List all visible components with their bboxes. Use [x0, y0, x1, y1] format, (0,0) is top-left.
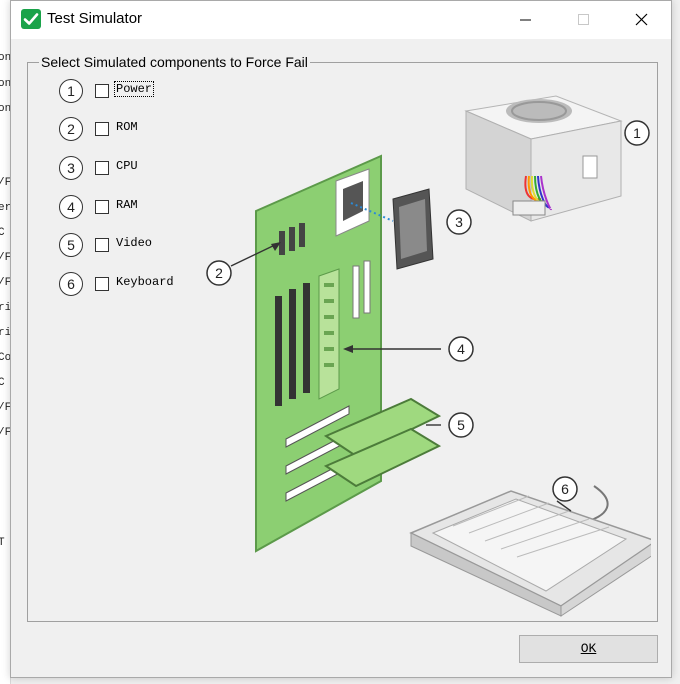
ok-button[interactable]: OK — [519, 635, 658, 663]
ok-button-label: OK — [580, 641, 597, 656]
background-text: /F — [0, 277, 11, 289]
component-row-ram: 4 RAM — [59, 195, 199, 221]
motherboard-image — [255, 154, 382, 553]
window-title: Test Simulator — [47, 10, 143, 27]
background-text: C — [0, 377, 5, 389]
power-checkbox[interactable] — [95, 84, 109, 98]
component-row-video: 5 Video — [59, 233, 199, 259]
cpu-chip-image — [350, 188, 434, 270]
minimize-button[interactable] — [501, 1, 551, 39]
callout-badge-6: 6 — [552, 476, 578, 502]
callout-arrows — [230, 242, 572, 512]
component-row-keyboard: 6 Keyboard — [59, 272, 199, 298]
callout-label: 3 — [455, 214, 463, 230]
callout-label: 5 — [457, 417, 465, 433]
checkmark-app-icon — [21, 9, 41, 29]
ram-checkbox[interactable] — [95, 200, 109, 214]
number-badge: 4 — [59, 195, 83, 219]
title-bar[interactable]: Test Simulator — [11, 1, 671, 39]
component-row-power: 1 Power — [59, 79, 199, 105]
pc-components-illustration: 1 2 3 4 5 6 — [206, 95, 651, 617]
number-badge: 5 — [59, 233, 83, 257]
callout-badge-2: 2 — [206, 260, 232, 286]
keyboard-image — [409, 485, 651, 617]
background-text: /F — [0, 177, 11, 189]
number-badge: 2 — [59, 117, 83, 141]
close-icon — [635, 13, 648, 26]
background-text: on — [0, 78, 11, 90]
background-text: on — [0, 103, 11, 115]
video-card-image — [323, 397, 442, 488]
keyboard-checkbox[interactable] — [95, 277, 109, 291]
callout-badge-4: 4 — [448, 336, 474, 362]
background-text: on — [0, 52, 11, 64]
maximize-button[interactable] — [559, 1, 609, 39]
power-checkbox-label[interactable]: Power — [113, 81, 155, 97]
rom-checkbox-label[interactable]: ROM — [116, 120, 138, 134]
cpu-checkbox-label[interactable]: CPU — [116, 159, 138, 173]
video-checkbox-label[interactable]: Video — [116, 236, 153, 250]
callout-badge-5: 5 — [448, 412, 474, 438]
background-text: ri — [0, 327, 11, 339]
video-checkbox[interactable] — [95, 238, 109, 252]
callout-badge-1: 1 — [624, 120, 650, 146]
callout-label: 2 — [215, 265, 223, 281]
background-text: er — [0, 202, 11, 214]
ram-checkbox-label[interactable]: RAM — [116, 198, 138, 212]
number-badge: 6 — [59, 272, 83, 296]
background-text: ri — [0, 302, 11, 314]
background-text: Co — [0, 352, 11, 364]
background-text: T — [0, 537, 5, 549]
callout-label: 1 — [633, 125, 641, 141]
number-badge: 3 — [59, 156, 83, 180]
cpu-checkbox[interactable] — [95, 161, 109, 175]
callout-label: 4 — [457, 341, 465, 357]
background-text: /F — [0, 427, 11, 439]
number-badge: 1 — [59, 79, 83, 103]
test-simulator-window: Test Simulator Select Simulated componen… — [10, 0, 672, 678]
maximize-icon — [578, 14, 589, 25]
background-text: C — [0, 227, 5, 239]
rom-checkbox[interactable] — [95, 122, 109, 136]
minimize-icon — [520, 19, 531, 21]
component-row-rom: 2 ROM — [59, 117, 199, 143]
close-button[interactable] — [617, 1, 667, 39]
power-supply-image — [464, 95, 623, 222]
group-title: Select Simulated components to Force Fai… — [39, 54, 310, 70]
component-row-cpu: 3 CPU — [59, 156, 199, 182]
background-text: /F — [0, 402, 11, 414]
callout-badge-3: 3 — [446, 209, 472, 235]
force-fail-group — [27, 62, 658, 622]
callout-label: 6 — [561, 481, 569, 497]
background-text: /F — [0, 252, 11, 264]
keyboard-checkbox-label[interactable]: Keyboard — [116, 275, 174, 289]
